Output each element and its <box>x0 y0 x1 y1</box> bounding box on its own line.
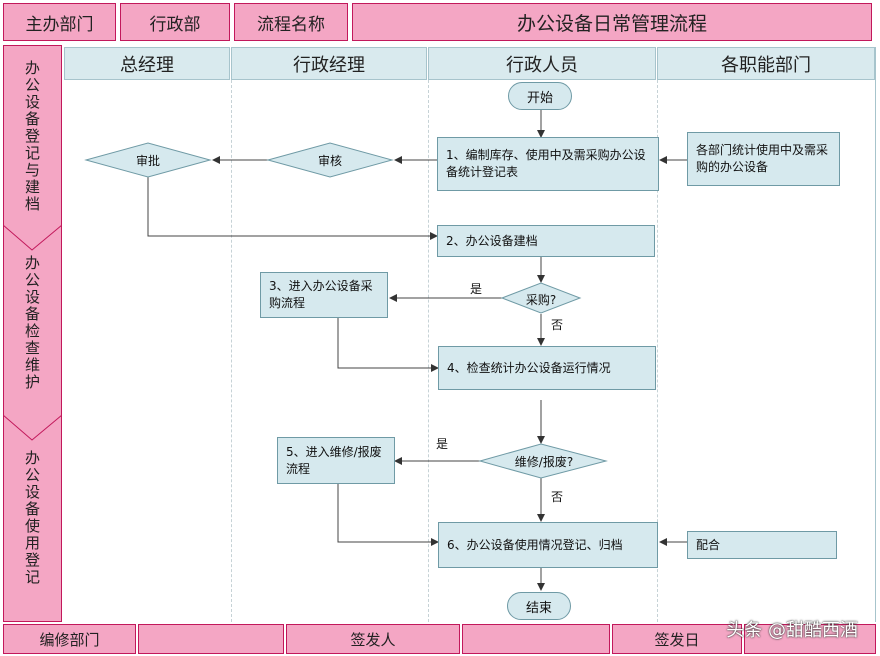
lane-divider <box>231 80 232 622</box>
repair-question: 维修/报废? <box>514 454 574 469</box>
purchase-question: 采购? <box>525 292 557 307</box>
stage-inspect: 办公设备检查维护 <box>23 255 41 391</box>
end-node: 结束 <box>507 592 571 620</box>
lane-divider <box>657 80 658 622</box>
step6-box: 6、办公设备使用情况登记、归档 <box>438 522 658 568</box>
step5-box: 5、进入维修/报废流程 <box>277 437 395 484</box>
footer-editor-label: 编修部门 <box>3 624 136 654</box>
header-process-value: 办公设备日常管理流程 <box>352 3 872 41</box>
lane-departments: 各职能部门 <box>657 47 875 80</box>
step1-box: 1、编制库存、使用中及需采购办公设备统计登记表 <box>437 137 659 191</box>
repair-no: 否 <box>551 490 564 504</box>
footer-date-value <box>744 624 876 654</box>
repair-diamond <box>478 443 608 479</box>
header-dept-label: 主办部门 <box>3 3 116 41</box>
stage-column <box>3 45 62 622</box>
footer-editor-value <box>138 624 284 654</box>
approve-diamond <box>84 142 212 178</box>
header-process-label: 流程名称 <box>234 3 348 41</box>
lane-admin-manager: 行政经理 <box>231 47 427 80</box>
lane-divider <box>428 80 429 622</box>
purchase-yes: 是 <box>470 282 483 296</box>
step3-box: 3、进入办公设备采购流程 <box>260 272 388 318</box>
watermark: 头条 @甜酷西酒 <box>726 620 858 641</box>
review-label: 审核 <box>317 153 342 168</box>
header-dept-value: 行政部 <box>120 3 230 41</box>
lane-admin-staff: 行政人员 <box>428 47 656 80</box>
purchase-no: 否 <box>551 318 564 332</box>
repair-yes: 是 <box>436 437 449 451</box>
step2-box: 2、办公设备建档 <box>437 225 655 257</box>
dept-stats-box: 各部门统计使用中及需采购的办公设备 <box>687 132 840 186</box>
start-node: 开始 <box>508 82 572 110</box>
footer-issuer-value <box>462 624 610 654</box>
review-diamond <box>266 142 394 178</box>
purchase-diamond <box>500 282 582 314</box>
stage-usage: 办公设备使用登记 <box>23 450 41 586</box>
cooperate-box: 配合 <box>687 531 837 559</box>
footer-issuer-label: 签发人 <box>286 624 460 654</box>
footer-date-label: 签发日 <box>612 624 742 654</box>
stage-register: 办公设备登记与建档 <box>23 60 41 213</box>
lane-border-right <box>875 47 876 622</box>
step4-box: 4、检查统计办公设备运行情况 <box>438 346 656 390</box>
approve-label: 审批 <box>135 153 160 168</box>
lane-general-manager: 总经理 <box>64 47 230 80</box>
stage-chevrons <box>3 224 62 441</box>
